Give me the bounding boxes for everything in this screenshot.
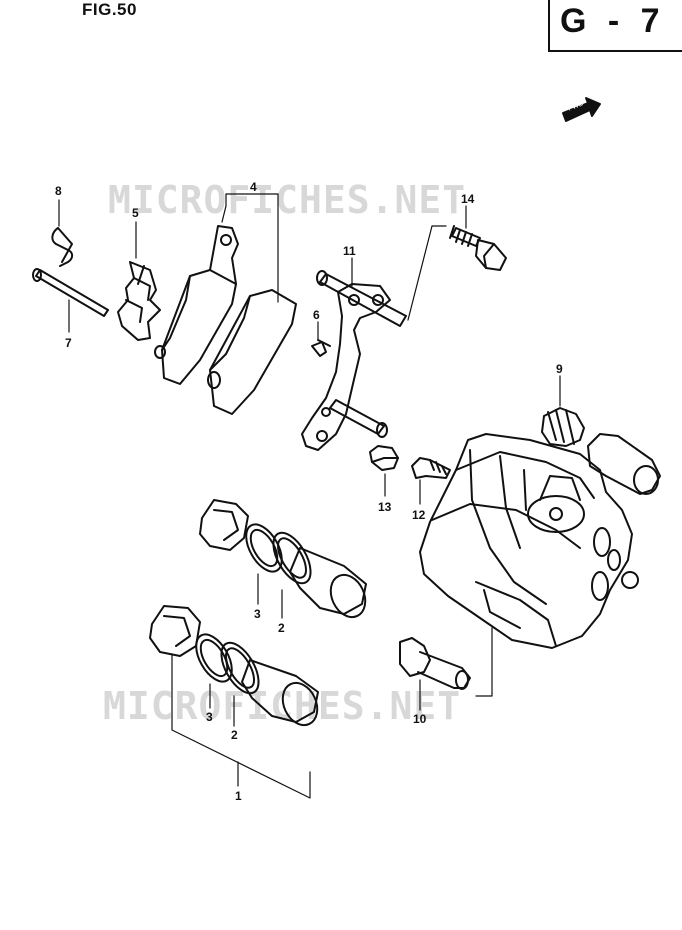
callout-2-upper: 2 xyxy=(278,621,285,635)
callout-4: 4 xyxy=(250,180,257,194)
r-clip-part xyxy=(51,227,74,267)
callout-11: 11 xyxy=(343,244,356,258)
section-box xyxy=(548,0,682,52)
callout-7: 7 xyxy=(65,336,72,350)
callout-10: 10 xyxy=(413,712,427,726)
pin-boot-part xyxy=(541,407,585,447)
bracket-bolt-part xyxy=(449,225,507,271)
callout-1: 1 xyxy=(235,789,242,803)
figure-label: FIG.50 xyxy=(82,0,137,19)
callout-12: 12 xyxy=(412,508,426,522)
callout-8: 8 xyxy=(55,184,62,198)
pad-spring-part xyxy=(117,261,161,341)
slide-pin-part xyxy=(399,637,471,690)
bleeder-cap-part xyxy=(369,445,399,471)
upper-piston-set-part xyxy=(199,499,367,619)
caliper-bracket-part xyxy=(301,270,407,451)
watermark-top: MICROFICHES.NET xyxy=(108,178,467,222)
callout-9: 9 xyxy=(556,362,563,376)
watermark-bottom: MICROFICHES.NET xyxy=(103,684,462,728)
callout-14: 14 xyxy=(461,192,475,206)
callout-3-upper: 3 xyxy=(254,607,261,621)
lower-piston-set-part xyxy=(149,605,319,727)
brake-pad-pair-part xyxy=(154,225,297,415)
callout-5: 5 xyxy=(132,206,139,220)
caliper-body-part xyxy=(419,433,661,649)
pad-pin-part xyxy=(32,268,109,317)
callout-13: 13 xyxy=(378,500,392,514)
section-code: G - 7 xyxy=(560,2,666,40)
callout-3-lower: 3 xyxy=(206,710,213,724)
bleeder-screw-part xyxy=(411,457,451,479)
callout-6: 6 xyxy=(313,308,320,322)
fwd-arrow-icon xyxy=(562,97,601,122)
small-clip-part xyxy=(311,339,331,357)
callout-2-lower: 2 xyxy=(231,728,238,742)
piston-kit-leader xyxy=(171,653,311,799)
